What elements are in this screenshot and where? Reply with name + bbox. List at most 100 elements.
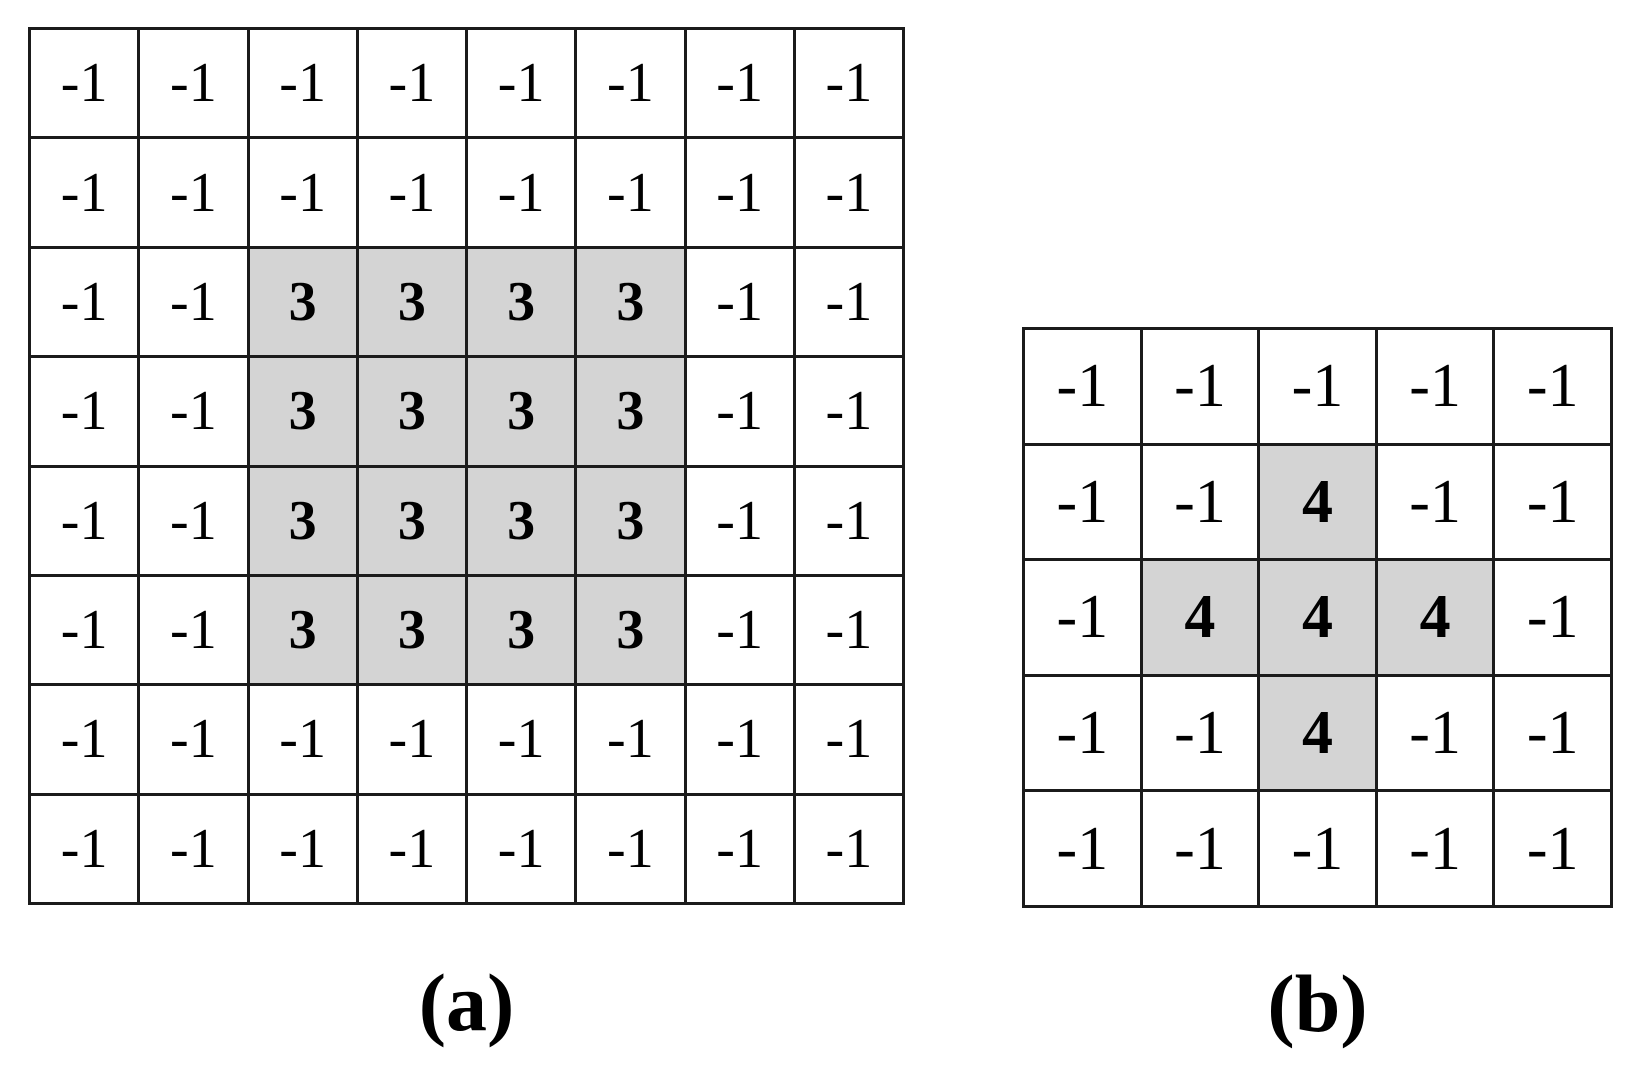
grid-cell: -1 [683, 355, 796, 468]
grid-cell: 3 [355, 355, 469, 468]
grid-cell: -1 [792, 792, 906, 906]
grid-cell: -1 [792, 355, 906, 468]
grid-cell: 3 [464, 464, 578, 577]
grid-cell: -1 [683, 136, 796, 249]
grid-cell: -1 [137, 355, 250, 468]
grid-cell: 3 [246, 355, 359, 468]
grid-cell: -1 [1492, 558, 1613, 677]
grid-cell: -1 [1492, 789, 1613, 908]
grid-cell: -1 [246, 136, 359, 249]
grid-cell: -1 [355, 683, 469, 796]
grid-cell: -1 [1139, 789, 1261, 908]
grid-cell: -1 [792, 683, 906, 796]
grid-cell: -1 [792, 245, 906, 359]
grid-cell: 4 [1257, 558, 1378, 677]
grid-cell: -1 [137, 245, 250, 359]
grid-cell: -1 [683, 245, 796, 359]
grid-cell: -1 [464, 136, 578, 249]
grid-cell: -1 [464, 792, 578, 906]
grid-cell: 3 [246, 573, 359, 687]
grid-row: -1-1-1-1-1-1-1-1 [27, 683, 906, 796]
grid-cell: -1 [464, 683, 578, 796]
grid-cell: -1 [1139, 327, 1261, 446]
grid-cell: -1 [792, 136, 906, 249]
grid-cell: 3 [246, 464, 359, 577]
grid-cell: 3 [574, 573, 687, 687]
grid-row: -1-1-1-1-1 [1022, 789, 1613, 908]
grid-cell: -1 [574, 136, 687, 249]
grid-cell: -1 [246, 683, 359, 796]
grid-cell: -1 [683, 573, 796, 687]
grid-cell: -1 [1139, 673, 1261, 793]
grid-cell: -1 [1139, 442, 1261, 562]
grid-cell: -1 [1022, 442, 1143, 562]
grid-cell: -1 [574, 26, 687, 140]
grid-cell: -1 [137, 683, 250, 796]
grid-cell: -1 [792, 26, 906, 140]
grid-cell: -1 [137, 136, 250, 249]
grid-row: -1-1-1-1-1-1-1-1 [27, 26, 906, 140]
grid-cell: -1 [1257, 327, 1378, 446]
grid-cell: -1 [27, 245, 141, 359]
grid-cell: -1 [1022, 327, 1143, 446]
grid-cell: -1 [27, 683, 141, 796]
grid-cell: -1 [27, 26, 141, 140]
grid-cell: -1 [683, 464, 796, 577]
grid-cell: 3 [355, 464, 469, 577]
grid-cell: -1 [574, 683, 687, 796]
grid-cell: 3 [464, 245, 578, 359]
grid-cell: -1 [137, 573, 250, 687]
grid-cell: 3 [574, 245, 687, 359]
grid-cell: -1 [574, 792, 687, 906]
grid-cell: 4 [1139, 558, 1261, 677]
grid-cell: -1 [1492, 673, 1613, 793]
grid-cell: 3 [246, 245, 359, 359]
grid-cell: 4 [1257, 442, 1378, 562]
grid-cell: -1 [246, 26, 359, 140]
grid-cell: 3 [574, 464, 687, 577]
grid-cell: 3 [355, 573, 469, 687]
panel-a-caption: (a) [418, 957, 515, 1048]
grid-cell: 3 [464, 355, 578, 468]
grid-cell: -1 [1374, 442, 1496, 562]
grid-cell: -1 [246, 792, 359, 906]
grid-cell: -1 [27, 573, 141, 687]
grid-row: -1-1-1-1-1-1-1-1 [27, 136, 906, 249]
grid-cell: -1 [464, 26, 578, 140]
grid-cell: -1 [1022, 673, 1143, 793]
grid-cell: -1 [683, 683, 796, 796]
grid-cell: -1 [137, 464, 250, 577]
grid-cell: -1 [792, 573, 906, 687]
grid-cell: -1 [1374, 673, 1496, 793]
grid-cell: -1 [27, 792, 141, 906]
grid-cell: -1 [1374, 789, 1496, 908]
grid-cell: -1 [355, 792, 469, 906]
grid-cell: -1 [1374, 327, 1496, 446]
grid-cell: -1 [683, 792, 796, 906]
grid-cell: 3 [355, 245, 469, 359]
grid-cell: -1 [1257, 789, 1378, 908]
grid-cell: -1 [1492, 442, 1613, 562]
grid-row: -1-1-1-1-1-1-1-1 [27, 792, 906, 906]
grid-cell: -1 [27, 464, 141, 577]
grid-cell: 4 [1257, 673, 1378, 793]
grid-cell: -1 [355, 136, 469, 249]
grid-cell: -1 [27, 355, 141, 468]
grid-cell: -1 [1022, 558, 1143, 677]
grid-row: -1-1-1-1-1 [1022, 327, 1613, 446]
grid-cell: 3 [574, 355, 687, 468]
panel-b-caption: (b) [1267, 958, 1368, 1049]
grid-cell: -1 [683, 26, 796, 140]
grid-cell: -1 [137, 26, 250, 140]
grid-cell: -1 [1022, 789, 1143, 908]
grid-cell: 3 [464, 573, 578, 687]
